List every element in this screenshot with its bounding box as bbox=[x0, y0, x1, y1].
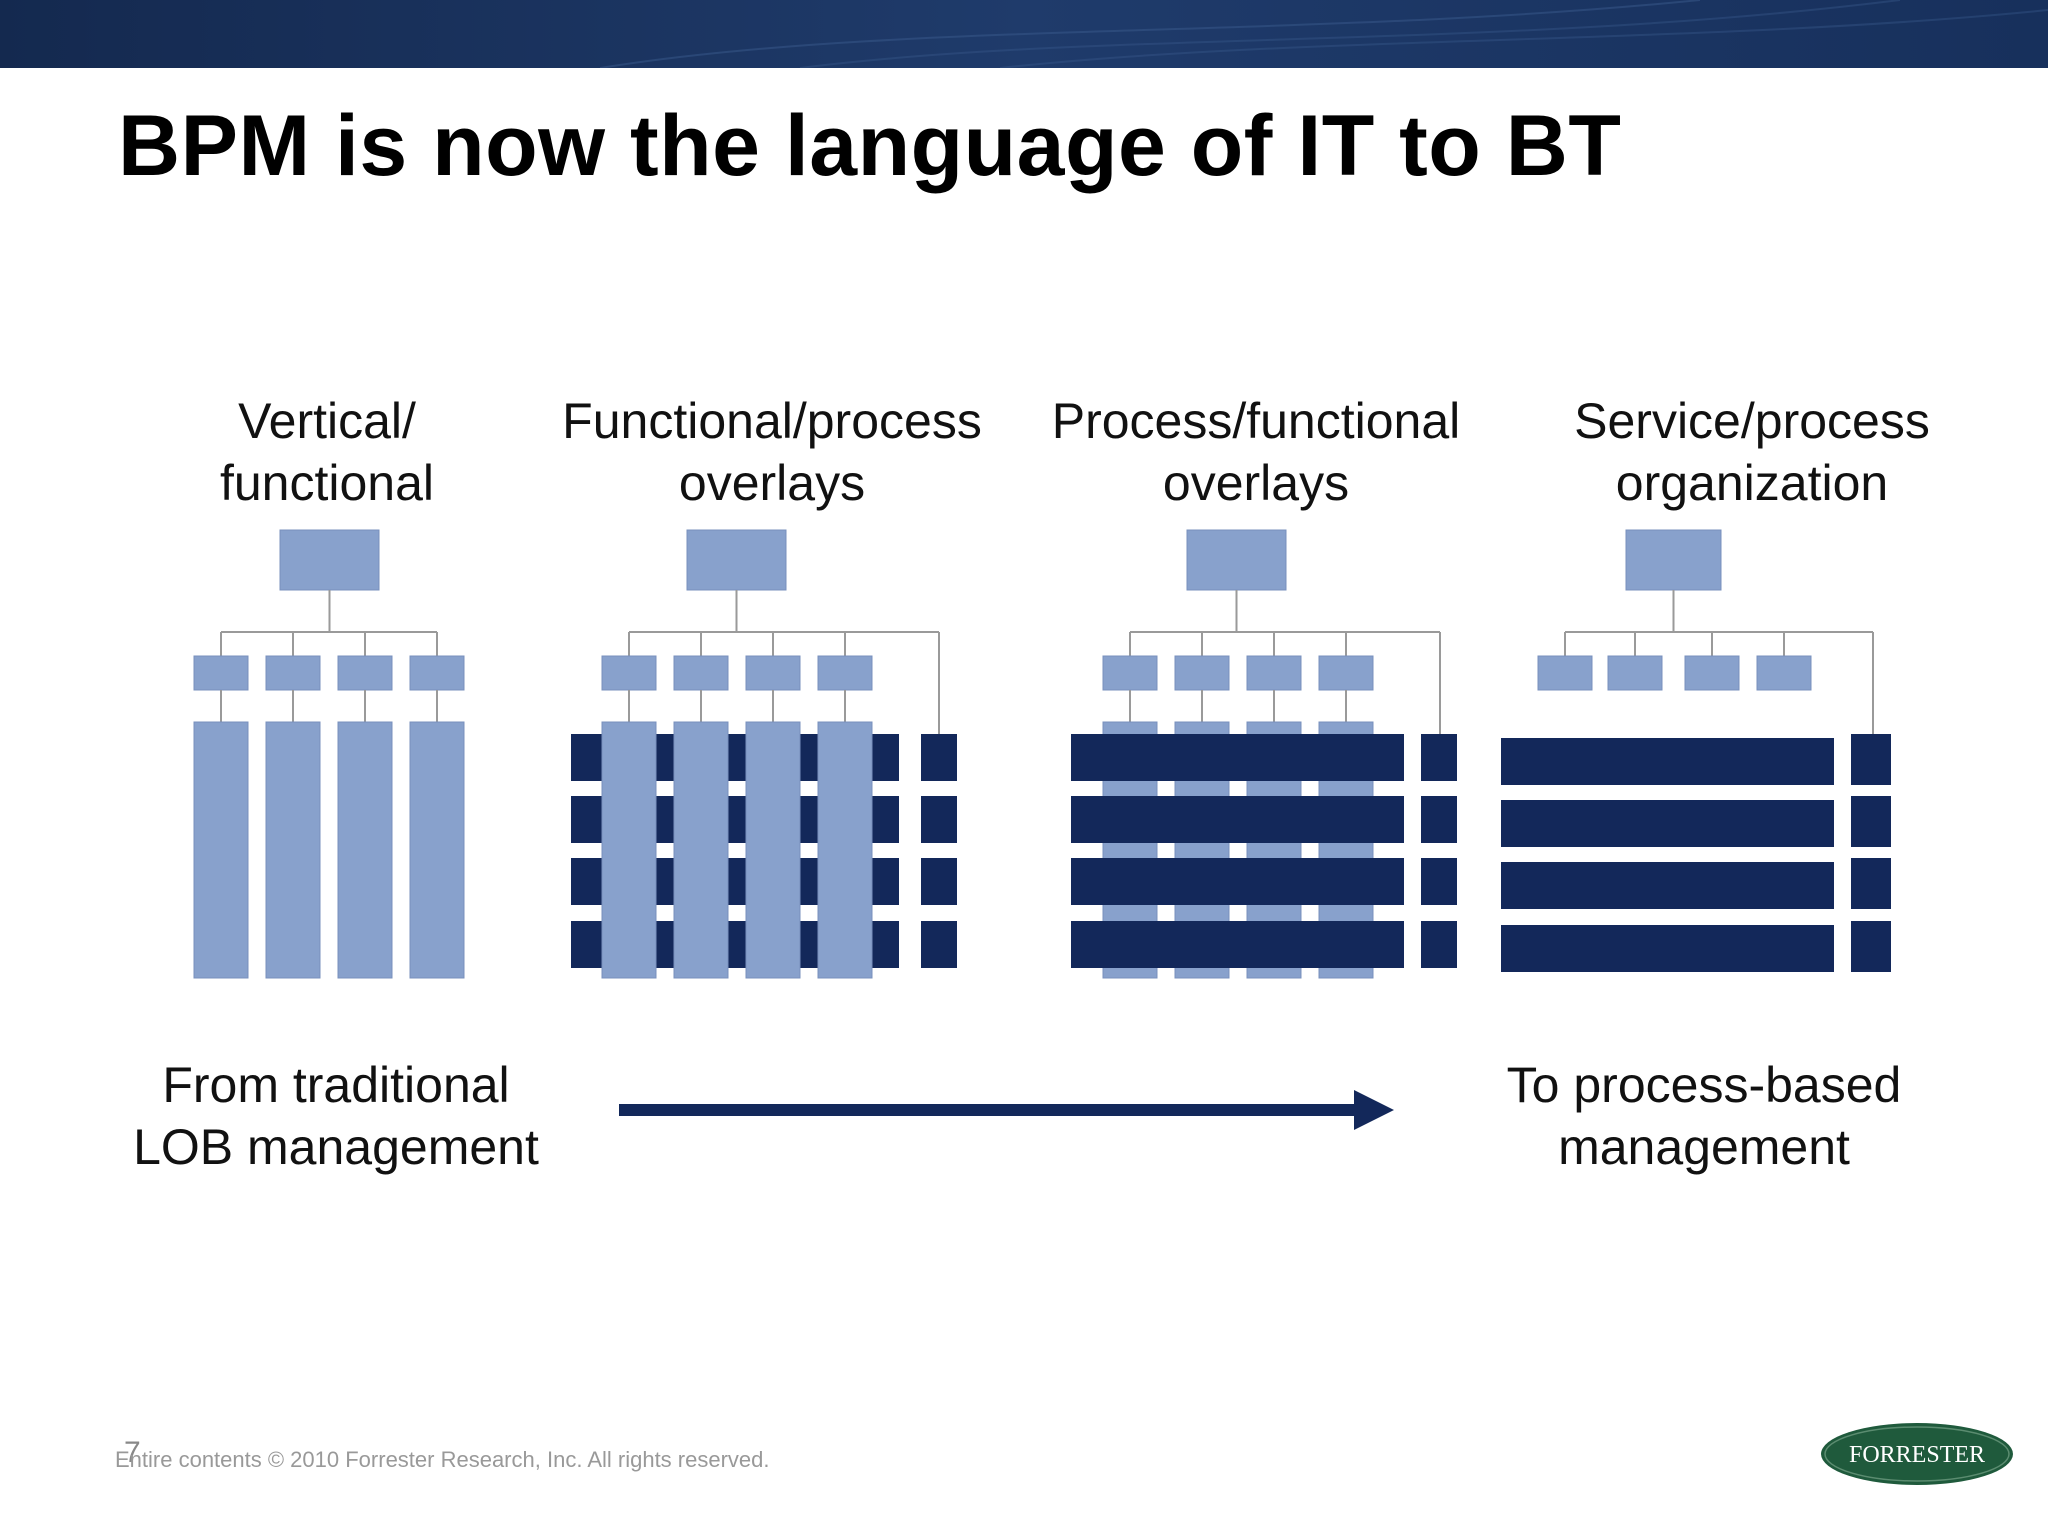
process-band-end bbox=[1421, 921, 1457, 968]
slide-title: BPM is now the language of IT to BT bbox=[118, 98, 1622, 194]
process-band bbox=[1071, 734, 1404, 781]
sub-unit-box bbox=[1607, 655, 1663, 691]
sub-unit-box bbox=[1318, 655, 1374, 691]
process-band-end bbox=[921, 734, 957, 781]
process-band bbox=[1071, 921, 1404, 968]
vertical-function-column bbox=[817, 721, 873, 979]
sub-unit-box bbox=[1537, 655, 1593, 691]
process-band bbox=[1501, 738, 1834, 785]
sub-unit-box bbox=[193, 655, 249, 691]
from-label: From traditional LOB management bbox=[101, 1054, 571, 1178]
column-label-service-process: Service/process organization bbox=[1517, 390, 1987, 514]
top-manager-box bbox=[279, 529, 380, 591]
sub-unit-box bbox=[409, 655, 465, 691]
to-label: To process-based management bbox=[1469, 1054, 1939, 1178]
copyright-footer: Entire contents © 2010 Forrester Researc… bbox=[115, 1447, 770, 1472]
column-label-line1: Functional/process bbox=[562, 393, 982, 449]
column-label-functional-process: Functional/process overlays bbox=[537, 390, 1007, 514]
sub-unit-box bbox=[745, 655, 801, 691]
column-label-line2: organization bbox=[1615, 455, 1889, 511]
to-label-line1: To process-based bbox=[1506, 1057, 1902, 1113]
vertical-function-column bbox=[193, 721, 249, 979]
process-band-end bbox=[921, 921, 957, 968]
process-band-end bbox=[1421, 734, 1457, 781]
process-band-end bbox=[1851, 796, 1891, 847]
process-band-end bbox=[1421, 796, 1457, 843]
to-label-line2: management bbox=[1558, 1119, 1850, 1175]
logo-text: FORRESTER bbox=[1849, 1442, 1985, 1468]
column-label-process-functional: Process/functional overlays bbox=[1021, 390, 1491, 514]
column-label-line2: overlays bbox=[1162, 455, 1350, 511]
page-number: 7 bbox=[124, 1436, 141, 1469]
vertical-function-column bbox=[409, 721, 465, 979]
process-band-end bbox=[921, 796, 957, 843]
process-band-end bbox=[921, 858, 957, 905]
top-manager-box bbox=[1625, 529, 1722, 591]
sub-unit-box bbox=[817, 655, 873, 691]
column-label-line2: overlays bbox=[678, 455, 866, 511]
sub-unit-box bbox=[265, 655, 321, 691]
process-band bbox=[1501, 800, 1834, 847]
process-band-end bbox=[1851, 734, 1891, 785]
process-band bbox=[1501, 925, 1834, 972]
column-label-line1: Vertical/ bbox=[238, 393, 416, 449]
vertical-function-column bbox=[745, 721, 801, 979]
process-band-end bbox=[1851, 921, 1891, 972]
process-band bbox=[1501, 862, 1834, 909]
process-band-end bbox=[1851, 858, 1891, 909]
process-band bbox=[1071, 858, 1404, 905]
sub-unit-box bbox=[1246, 655, 1302, 691]
column-label-line2: functional bbox=[219, 455, 435, 511]
sub-unit-box bbox=[673, 655, 729, 691]
process-band bbox=[1071, 796, 1404, 843]
sub-unit-box bbox=[337, 655, 393, 691]
sub-unit-box bbox=[1102, 655, 1158, 691]
from-label-line2: LOB management bbox=[133, 1119, 539, 1175]
column-label-line1: Process/functional bbox=[1051, 393, 1461, 449]
vertical-function-column bbox=[265, 721, 321, 979]
from-label-line1: From traditional bbox=[162, 1057, 510, 1113]
column-label-vertical-functional: Vertical/ functional bbox=[92, 390, 562, 514]
sub-unit-box bbox=[601, 655, 657, 691]
top-manager-box bbox=[1186, 529, 1287, 591]
vertical-function-column bbox=[337, 721, 393, 979]
sub-unit-box bbox=[1684, 655, 1740, 691]
top-banner bbox=[0, 0, 2048, 68]
sub-unit-box bbox=[1174, 655, 1230, 691]
column-label-line1: Service/process bbox=[1574, 393, 1930, 449]
sub-unit-box bbox=[1756, 655, 1812, 691]
vertical-function-column bbox=[673, 721, 729, 979]
transition-arrow-head bbox=[1354, 1090, 1394, 1130]
top-manager-box bbox=[686, 529, 787, 591]
forrester-logo: FORRESTER bbox=[1821, 1423, 2013, 1485]
process-band-end bbox=[1421, 858, 1457, 905]
vertical-function-column bbox=[601, 721, 657, 979]
